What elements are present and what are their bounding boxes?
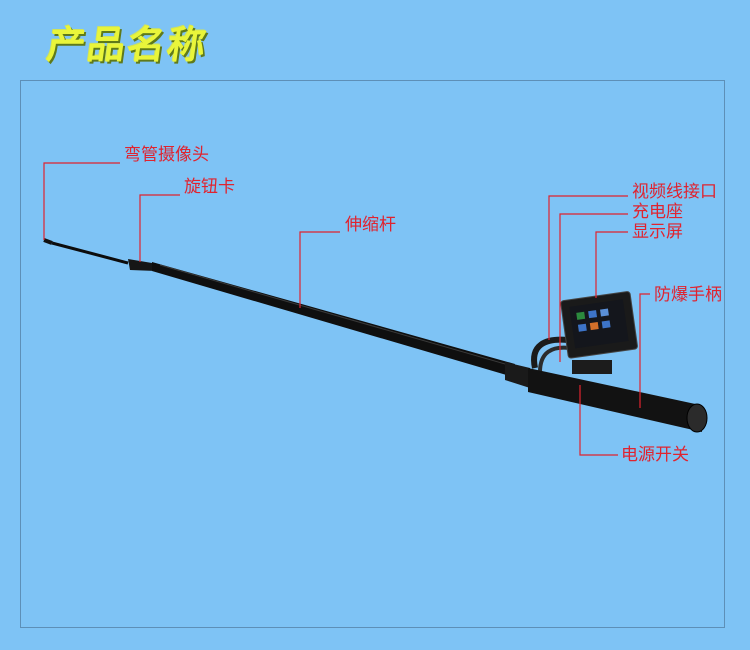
- rod-highlight: [159, 264, 513, 367]
- handle-end-cap: [686, 403, 708, 433]
- gooseneck: [51, 241, 129, 265]
- camera-tip: [43, 238, 53, 245]
- telescopic-rod: [152, 262, 515, 376]
- leader-camera: [43, 162, 120, 240]
- leader-knob: [139, 194, 180, 262]
- monitor: [560, 291, 638, 359]
- label-video-port: 视频线接口: [632, 182, 717, 202]
- leader-handle: [639, 293, 650, 408]
- rod-collar: [505, 362, 530, 388]
- knob: [128, 259, 156, 271]
- label-camera: 弯管摄像头: [124, 145, 209, 165]
- leader-power: [579, 385, 618, 456]
- diagram-frame: [20, 80, 725, 628]
- label-charging-port: 充电座: [632, 202, 683, 222]
- leader-video-port: [548, 195, 628, 340]
- label-telescopic-rod: 伸缩杆: [345, 215, 396, 235]
- leader-lines: [43, 162, 650, 456]
- label-knob: 旋钮卡: [184, 177, 235, 197]
- cable: [531, 336, 569, 369]
- label-power-switch: 电源开关: [621, 445, 689, 465]
- label-handle: 防爆手柄: [654, 285, 722, 305]
- leader-telescopic: [299, 231, 340, 308]
- cable-inner: [538, 345, 571, 373]
- label-display: 显示屏: [632, 222, 683, 242]
- leader-charging: [559, 213, 628, 362]
- leader-display: [595, 231, 628, 298]
- handle: [528, 368, 702, 432]
- monitor-mount: [572, 360, 612, 374]
